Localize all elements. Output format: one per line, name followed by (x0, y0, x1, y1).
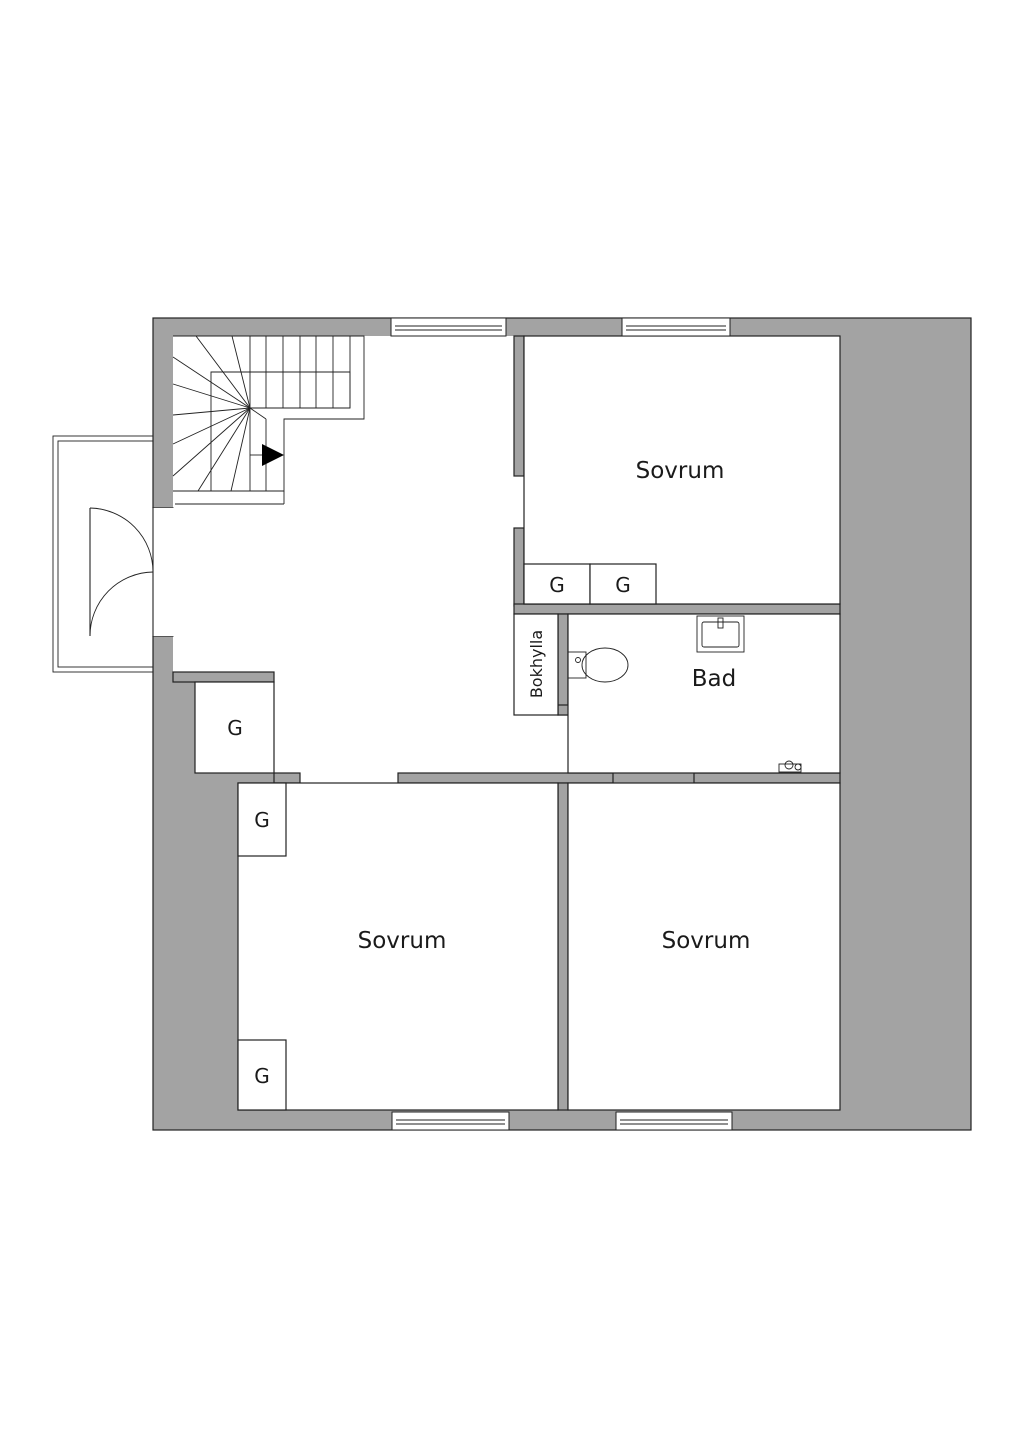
closet-label: G (254, 808, 270, 832)
closet-top-right-2: G (589, 563, 657, 605)
closet-label: G (615, 573, 631, 597)
closet-label: G (549, 573, 565, 597)
toilet (567, 647, 629, 683)
bookshelf: Bokhylla (513, 613, 559, 716)
bedroom-top-right-label: Sovrum (636, 458, 725, 484)
bedroom-bottom-right-label: Sovrum (662, 928, 751, 954)
stair-direction-arrow (262, 444, 284, 466)
closet-hall: G (194, 681, 275, 774)
hallway-floor (153, 336, 840, 783)
bedroom-bottom-left (237, 782, 559, 1111)
closet-top-right-1: G (523, 563, 591, 605)
bookshelf-label: Bokhylla (527, 630, 546, 698)
balcony-door (89, 507, 154, 637)
bedroom-bottom-left-label: Sovrum (358, 928, 447, 954)
windows (390, 317, 733, 1131)
entrance-opening (152, 508, 174, 636)
sink (696, 615, 745, 653)
closet-label: G (254, 1064, 270, 1088)
bathroom-label: Bad (692, 666, 736, 692)
balcony (52, 435, 154, 673)
staircase (172, 335, 365, 505)
closet-label: G (227, 716, 243, 740)
bedroom-top-right (523, 335, 841, 605)
shower-fixture (778, 760, 802, 773)
closet-bedroom-lower: G (237, 1039, 287, 1111)
closet-bedroom-upper: G (237, 782, 287, 857)
bedroom-bottom-right (567, 782, 841, 1111)
bathroom-room (567, 613, 841, 774)
